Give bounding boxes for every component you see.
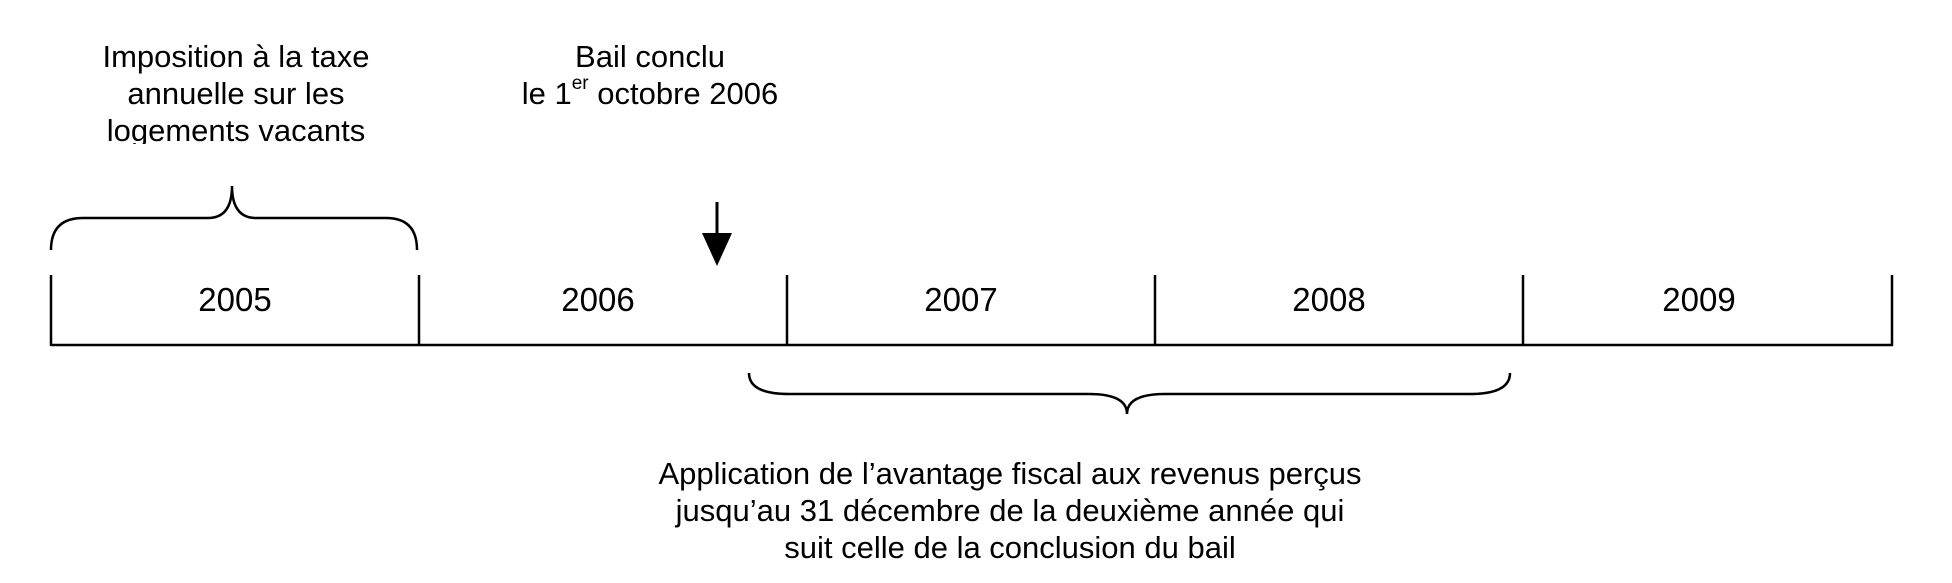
year-label-2007: 2007 [924,281,998,318]
top-left-note-line: logements vacants [106,113,366,144]
year-label-2006: 2006 [561,281,635,318]
bottom-note-line: Application de l’avantage fiscal aux rev… [658,456,1362,491]
bottom-curly-brace [747,372,1512,415]
year-label-2009: 2009 [1662,281,1736,318]
top-curly-brace [49,185,419,251]
bottom-note-line: jusqu’au 31 décembre de la deuxième anné… [675,493,1345,528]
lease-note-suffix: octobre 2006 [588,76,779,111]
bottom-note: Application de l’avantage fiscal aux rev… [630,455,1390,566]
bottom-note-line: suit celle de la conclusion du bail [784,530,1236,565]
year-label-2008: 2008 [1292,281,1366,318]
lease-arrow-head [702,233,732,266]
lease-note: Bail conclu le 1er octobre 2006 [460,38,840,112]
top-left-note: Imposition à la taxe annuelle sur les lo… [48,38,424,144]
lease-note-line-1: Bail conclu [575,39,725,74]
year-label-2005: 2005 [198,281,272,318]
lease-note-superscript: er [571,73,589,94]
top-left-note-line: Imposition à la taxe [102,39,370,74]
top-left-note-line: annuelle sur les [127,76,345,111]
lease-note-prefix: le 1 [521,76,572,111]
lease-note-line-2: le 1er octobre 2006 [460,73,840,112]
